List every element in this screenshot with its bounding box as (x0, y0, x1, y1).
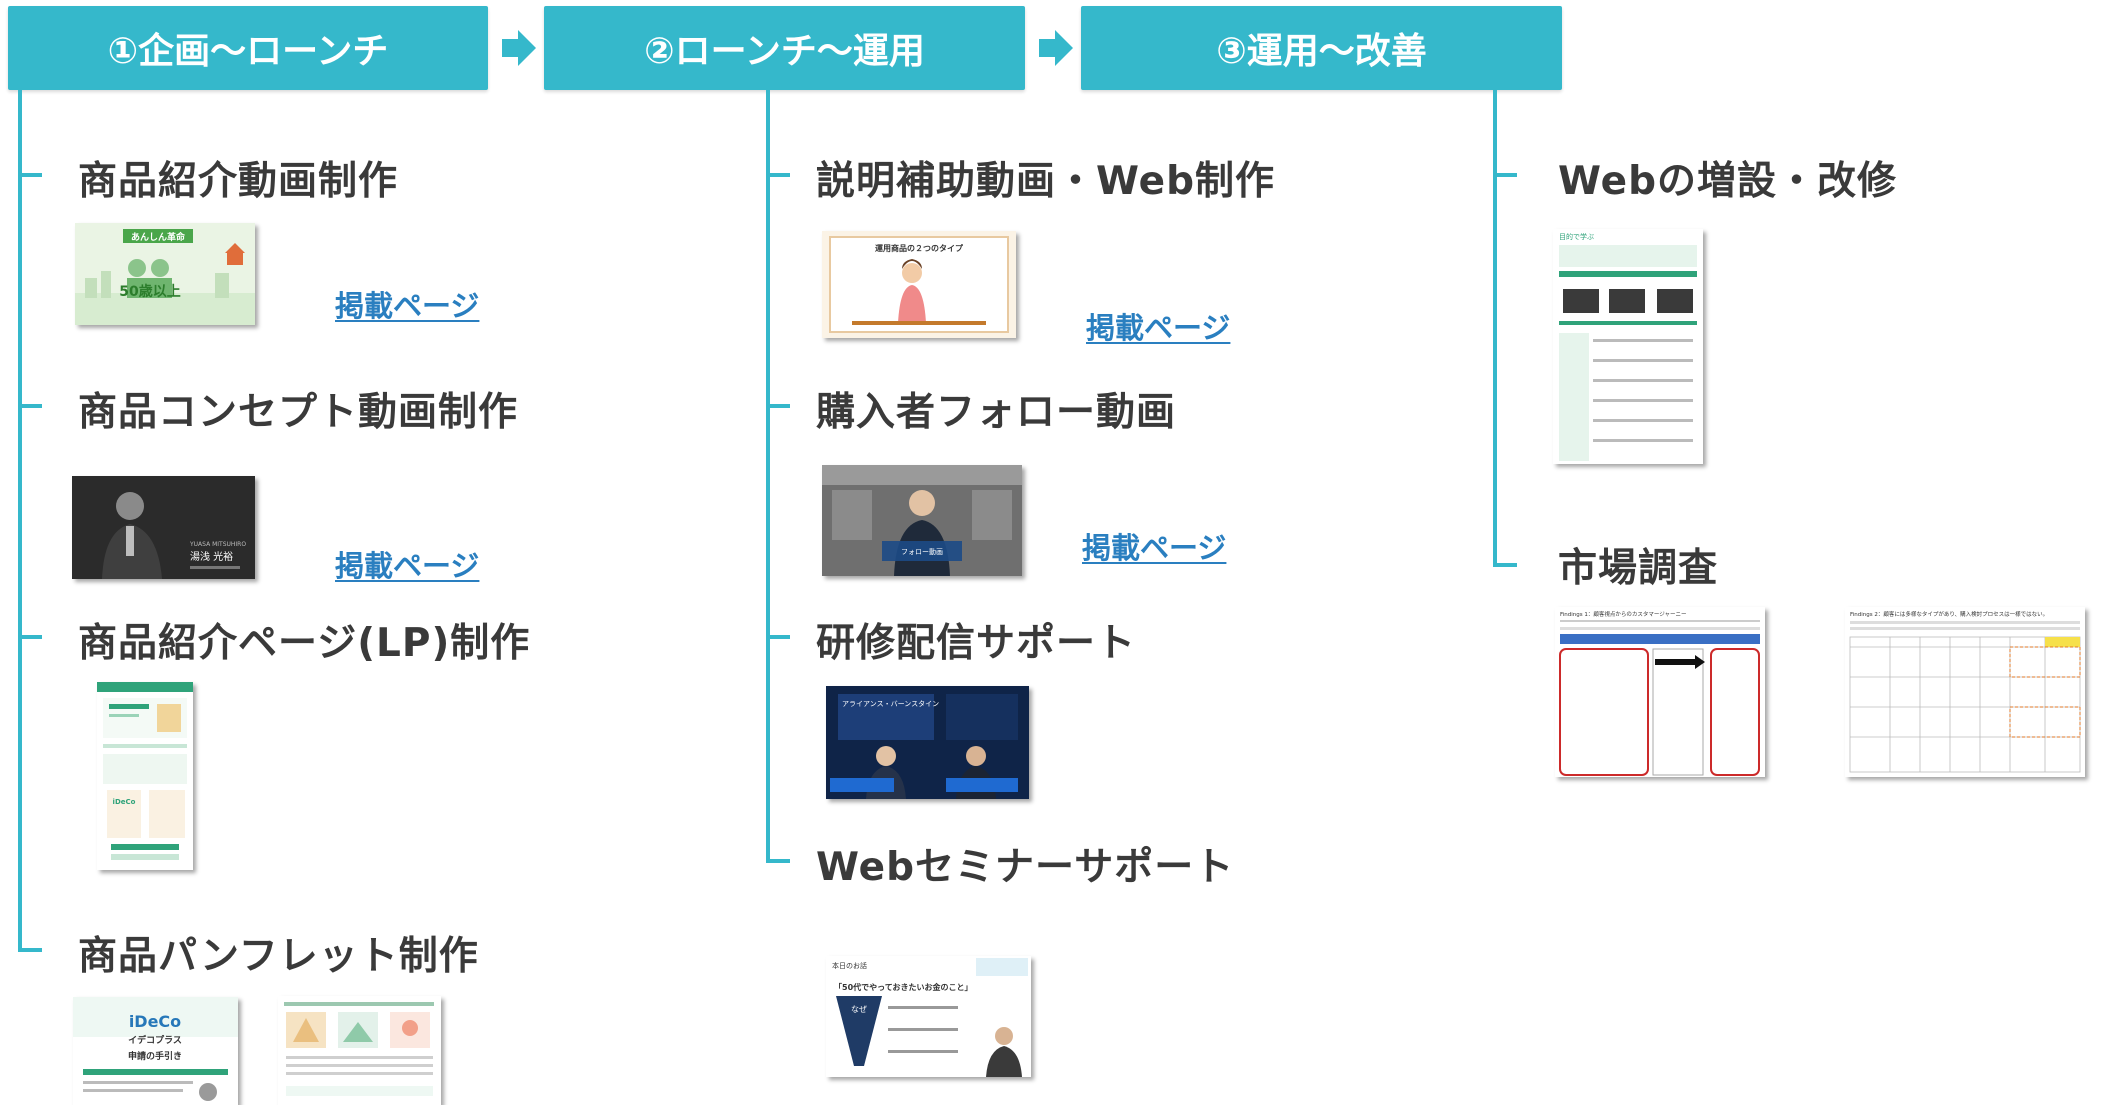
video2-speaker: 湯浅 光裕 (190, 550, 233, 563)
item-training-stream: 研修配信サポート (816, 621, 1137, 666)
seminar-why: なぜ (851, 1005, 867, 1014)
pamphlet-guide: 申請の手引き (128, 1050, 182, 1062)
item-buyer-follow-video: 購入者フォロー動画 (816, 390, 1177, 435)
arrow-right-icon (502, 30, 536, 66)
landing-page-thumbnail: iDeCo (97, 682, 193, 870)
phase2-header: ②ローンチ〜運用 (544, 6, 1025, 90)
item-explainer-video-web: 説明補助動画・Web制作 (816, 159, 1275, 204)
tree-branch (18, 404, 42, 408)
findings1-title: Findings 1：顧客視点からのカスタマージャーニー (1560, 610, 1687, 618)
item-product-video: 商品紹介動画制作 (78, 159, 399, 204)
item-pamphlet: 商品パンフレット制作 (78, 934, 479, 979)
tree-branch (18, 173, 42, 177)
market-research-findings2-thumbnail: Findings 2：顧客には多様なタイプがあり、購入検討プロセスは一様ではない… (1845, 607, 2085, 777)
concept-video-thumbnail: YUASA MITSUHIRO 湯浅 光裕 (72, 476, 255, 579)
pamphlet-logo: iDeCo (129, 1012, 181, 1031)
tree-branch (1493, 173, 1517, 177)
seminar-title: 「50代でやっておきたいお金のこと」 (834, 982, 973, 992)
phase3-tree-line (1493, 90, 1497, 567)
phase3-header: ③運用〜改善 (1081, 6, 1562, 90)
follow-video-thumbnail: フォロー動画 (822, 465, 1022, 576)
item-web-expansion: Webの増設・改修 (1558, 159, 1897, 204)
web-seminar-thumbnail: 本日のお話 「50代でやっておきたいお金のこと」 なぜ (826, 956, 1031, 1077)
market-research-findings1-thumbnail: Findings 1：顧客視点からのカスタマージャーニー (1555, 607, 1765, 777)
item-concept-video: 商品コンセプト動画制作 (78, 390, 519, 435)
concept-video-link[interactable]: 掲載ページ (335, 549, 480, 583)
training-stream-thumbnail: アライアンス・バーンスタイン (826, 686, 1029, 799)
explainer-video-link[interactable]: 掲載ページ (1086, 311, 1231, 345)
follow-video-link[interactable]: 掲載ページ (1082, 531, 1227, 565)
arrow-right-icon (1039, 30, 1073, 66)
item-market-research: 市場調査 (1558, 546, 1719, 591)
phase1-tree-line (18, 90, 22, 952)
item-web-seminar: Webセミナーサポート (816, 845, 1235, 890)
explainer-video-thumbnail: 運用商品の２つのタイプ (822, 231, 1016, 338)
web-page-title: 目的で学ぶ (1559, 232, 1594, 241)
video1-age: 50歳以上 (119, 283, 180, 300)
video1-banner: あんしん革命 (131, 231, 186, 243)
explainer-title: 運用商品の２つのタイプ (875, 243, 964, 253)
tree-branch (18, 635, 42, 639)
item-landing-page: 商品紹介ページ(LP)制作 (78, 621, 531, 666)
findings2-title: Findings 2：顧客には多様なタイプがあり、購入検討プロセスは一様ではない… (1850, 610, 2048, 618)
pamphlet-spread-thumbnail (278, 996, 441, 1105)
pamphlet-cover-thumbnail: iDeCo イデコプラス 申請の手引き (73, 997, 238, 1105)
tree-branch (1493, 563, 1517, 567)
svg-text:YUASA MITSUHIRO: YUASA MITSUHIRO (189, 541, 246, 548)
tree-branch (18, 948, 42, 952)
product-video-link[interactable]: 掲載ページ (335, 289, 480, 323)
training-slide-title: アライアンス・バーンスタイン (842, 699, 939, 708)
follow-video-caption: フォロー動画 (901, 547, 943, 556)
tree-branch (766, 404, 790, 408)
lp-logo: iDeCo (113, 798, 136, 806)
phase1-header: ①企画〜ローンチ (8, 6, 488, 90)
tree-branch (766, 173, 790, 177)
pamphlet-subtitle: イデコプラス (128, 1034, 182, 1046)
seminar-heading: 本日のお話 (832, 961, 867, 970)
web-expansion-thumbnail: 目的で学ぶ (1553, 229, 1703, 464)
tree-branch (766, 635, 790, 639)
phase2-tree-line (766, 90, 770, 863)
product-video-thumbnail: あんしん革命 50歳以上 (75, 223, 255, 325)
tree-branch (766, 859, 790, 863)
